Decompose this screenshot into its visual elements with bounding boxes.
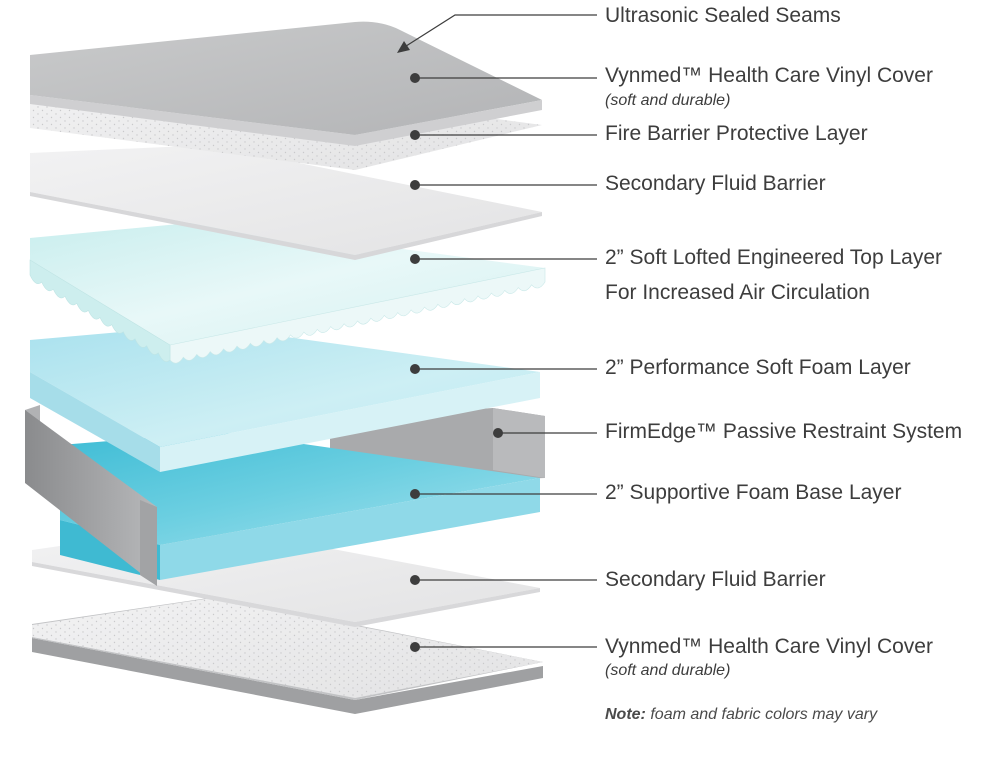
label-bottom-vinyl-cover-sub: (soft and durable) xyxy=(605,662,731,679)
bottom-fabric-layer xyxy=(32,598,543,698)
leader-base-foam-dot xyxy=(410,489,420,499)
label-firmedge-restraint: FirmEdge™ Passive Restraint System xyxy=(605,420,963,443)
label-soft-foam-layer: 2” Performance Soft Foam Layer xyxy=(605,356,911,379)
leader-vinyl-top-dot xyxy=(410,73,420,83)
footnote: Note: foam and fabric colors may vary xyxy=(605,706,877,724)
leader-soft-foam-dot xyxy=(410,364,420,374)
leader-fluid-bottom-dot xyxy=(410,575,420,585)
label-lofted-top-layer-line2: For Increased Air Circulation xyxy=(605,281,870,304)
leader-vinyl-bottom-dot xyxy=(410,642,420,652)
leader-fluid-top-dot xyxy=(410,180,420,190)
label-bottom-fluid-barrier: Secondary Fluid Barrier xyxy=(605,568,826,591)
lofted-top-layer xyxy=(29,222,546,364)
label-lofted-top-layer: 2” Soft Lofted Engineered Top Layer xyxy=(605,246,943,269)
top-fluid-barrier-layer xyxy=(30,145,542,260)
leader-lines xyxy=(397,14,597,652)
leader-fire-barrier-dot xyxy=(410,130,420,140)
label-top-fluid-barrier: Secondary Fluid Barrier xyxy=(605,172,826,195)
footnote-prefix: Note: xyxy=(605,706,646,723)
leader-ultrasonic-seams-arrow xyxy=(397,41,410,53)
label-top-vinyl-cover: Vynmed™ Health Care Vinyl Cover xyxy=(605,64,933,87)
firmedge-restraint-front xyxy=(25,405,157,586)
leader-lofted-dot xyxy=(410,254,420,264)
leader-firmedge-dot xyxy=(493,428,503,438)
footnote-text: foam and fabric colors may vary xyxy=(650,706,878,723)
label-bottom-vinyl-cover: Vynmed™ Health Care Vinyl Cover xyxy=(605,635,933,658)
label-base-foam-layer: 2” Supportive Foam Base Layer xyxy=(605,481,902,504)
label-fire-barrier: Fire Barrier Protective Layer xyxy=(605,122,868,145)
label-top-vinyl-cover-sub: (soft and durable) xyxy=(605,92,731,109)
label-ultrasonic-sealed-seams: Ultrasonic Sealed Seams xyxy=(605,4,841,27)
leader-ultrasonic-seams xyxy=(402,14,597,49)
soft-foam-layer xyxy=(30,325,540,472)
